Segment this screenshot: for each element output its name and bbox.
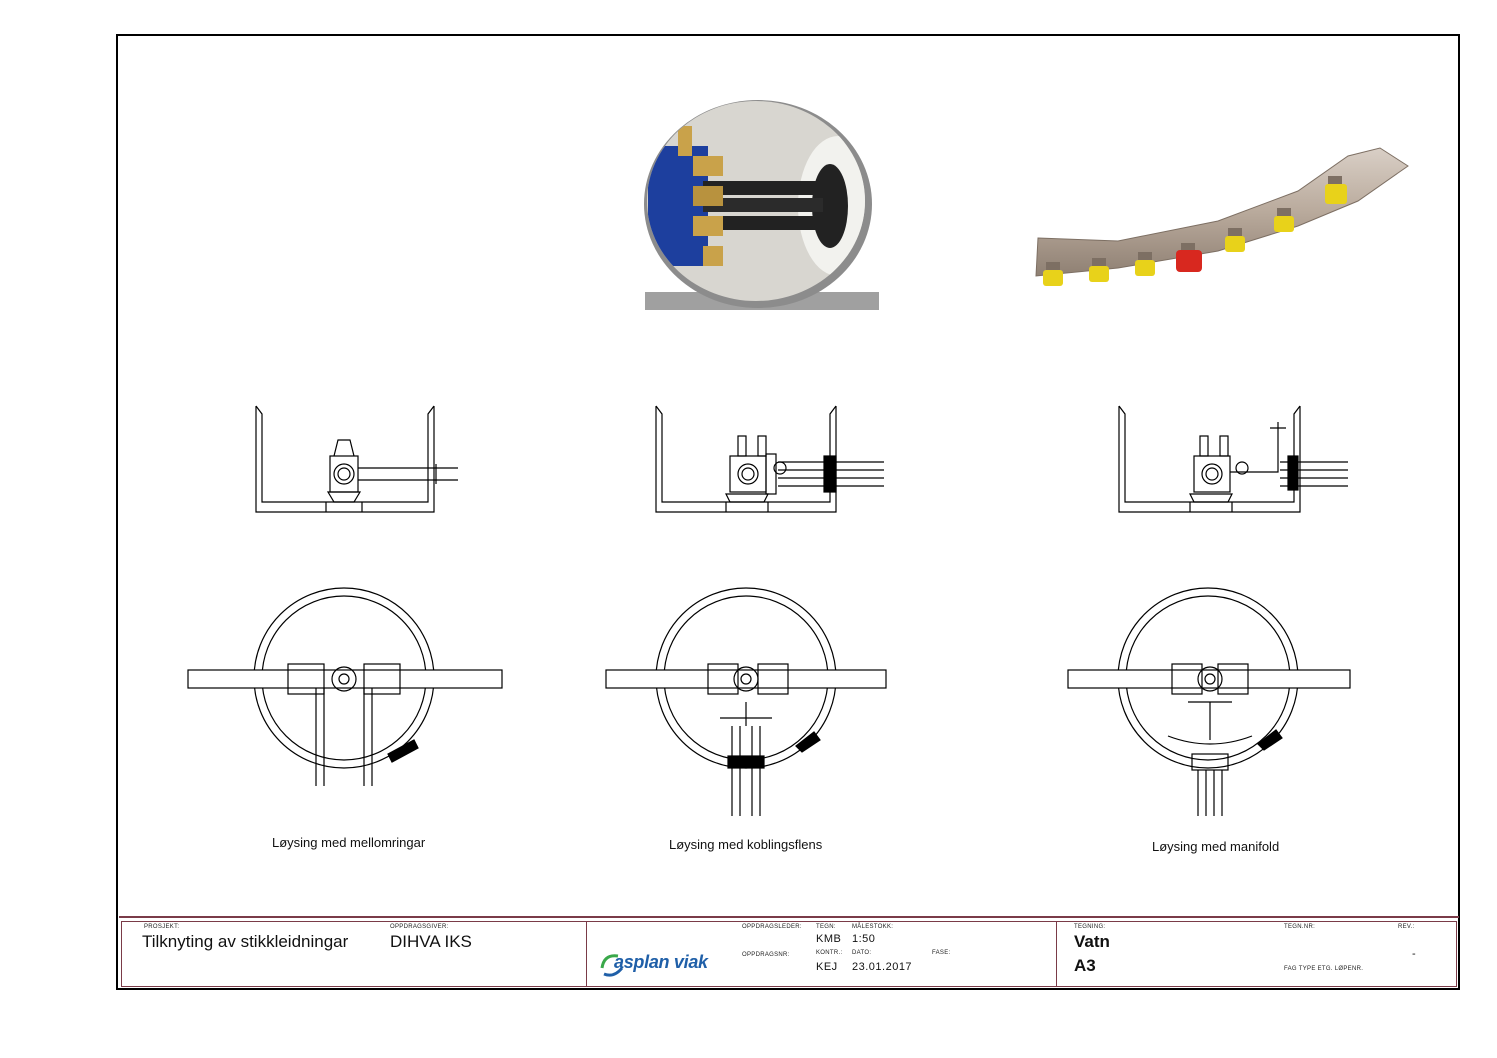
scale-value: 1:50 — [852, 933, 876, 945]
tegn-nr-label: TEGN.NR: — [1284, 924, 1316, 930]
section-view-center — [655, 405, 884, 513]
section-view-right — [1118, 405, 1348, 513]
oppdragsleder-label: OPPDRAGSLEDER: — [742, 924, 802, 930]
drawn-by: KMB — [816, 933, 842, 945]
oppdragsnr-label: OPPDRAGSNR: — [742, 952, 790, 958]
kontr-label: KONTR.: — [816, 950, 843, 956]
title-block-divider-1 — [586, 922, 587, 986]
tegn-label: TEGN: — [816, 924, 836, 930]
plan-view-right — [1067, 587, 1351, 816]
plan-view-center — [605, 587, 887, 816]
fag-line: FAG TYPE ETG. LØPENR. — [1284, 966, 1364, 972]
dato-label: DATO: — [852, 950, 872, 956]
drawing-title: Vatn — [1074, 932, 1110, 951]
oppdragsgiver-label: OPPDRAGSGIVER: — [390, 924, 449, 930]
logo-wordmark: asplan viak — [614, 952, 708, 972]
title-block-frame: PROSJEKT: Tilknyting av stikkleidningar … — [121, 921, 1457, 987]
title-block: PROSJEKT: Tilknyting av stikkleidningar … — [119, 916, 1459, 990]
tegning-label: TEGNING: — [1074, 924, 1106, 930]
technical-drawing — [187, 100, 1409, 816]
fase-label: FASE: — [932, 950, 951, 956]
asplan-viak-logo — [600, 954, 624, 977]
photo-valve-manhole — [644, 100, 879, 310]
date-value: 23.01.2017 — [852, 961, 913, 973]
checked-by: KEJ — [816, 961, 838, 973]
malestokk-label: MÅLESTOKK: — [852, 924, 894, 930]
caption-right: Løysing med manifold — [1152, 839, 1280, 854]
project-title: Tilknyting av stikkleidningar — [142, 932, 349, 951]
section-view-left — [255, 405, 458, 513]
caption-left: Løysing med mellomringar — [272, 835, 426, 850]
client-name: DIHVA IKS — [390, 932, 472, 951]
prosjekt-label: PROSJEKT: — [144, 924, 180, 930]
plan-view-left — [187, 587, 503, 786]
drawing-format: A3 — [1074, 956, 1096, 975]
drawing-sheet: Løysing med mellomringar Løysing med kob… — [116, 34, 1460, 990]
rev-label: REV.: — [1398, 924, 1415, 930]
photo-manifold — [1035, 147, 1409, 286]
caption-center: Løysing med koblingsflens — [669, 837, 823, 852]
title-block-divider-2 — [1056, 922, 1057, 986]
revision-value: - — [1412, 948, 1417, 960]
